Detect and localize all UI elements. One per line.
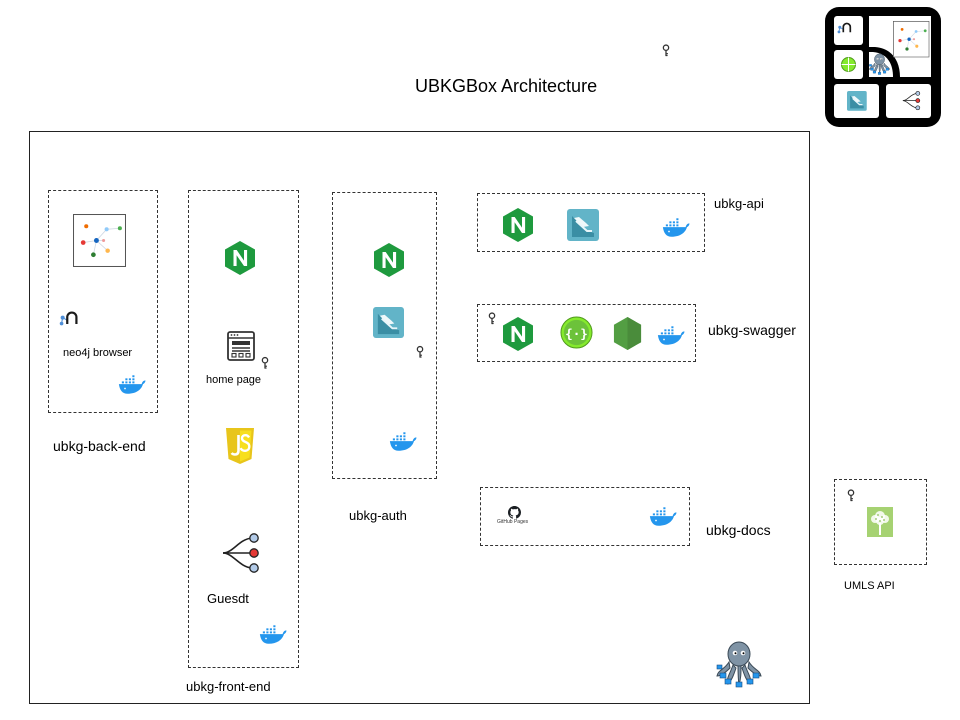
- neo4j-browser-label: neo4j browser: [63, 347, 133, 359]
- docker-icon: [662, 218, 690, 238]
- home-page-label: home page: [206, 374, 262, 386]
- github-icon: [508, 506, 521, 519]
- neo4j-graph-icon: [73, 214, 126, 267]
- back-end-label: ubkg-back-end: [53, 438, 146, 454]
- docker-icon: [389, 432, 417, 452]
- key-icon: [261, 356, 269, 370]
- github-pages-text: GitHub Pages: [497, 519, 529, 525]
- swagger-container: [477, 304, 696, 362]
- guesdt-label: Guesdt: [207, 591, 249, 606]
- docker-icon: [259, 625, 287, 645]
- key-icon: [662, 43, 670, 58]
- diagram-title: UBKGBox Architecture: [415, 76, 598, 96]
- ubkgbox-logo-icon: [823, 5, 943, 129]
- webpage-icon: [227, 331, 255, 361]
- main-frame: [29, 131, 810, 704]
- key-icon: [488, 311, 496, 326]
- umls-tree-icon: [867, 507, 893, 537]
- docker-icon: [649, 507, 677, 527]
- swagger-label: ubkg-swagger: [708, 322, 796, 338]
- neo4j-logo-icon: [59, 309, 81, 328]
- javascript-icon: [224, 428, 256, 464]
- key-icon: [847, 488, 855, 503]
- nginx-icon: [500, 207, 536, 243]
- flask-icon: [567, 209, 599, 241]
- nginx-icon: [500, 316, 536, 352]
- docker-compose-octopus-icon: [714, 638, 764, 688]
- umls-label: UMLS API: [844, 580, 895, 592]
- guesdt-tree-icon: [219, 533, 263, 573]
- nginx-icon: [222, 240, 258, 276]
- docker-icon: [657, 326, 685, 346]
- docker-icon: [118, 375, 146, 395]
- auth-container: [332, 192, 437, 479]
- front-end-container: [188, 190, 299, 668]
- docs-label: ubkg-docs: [706, 522, 771, 538]
- swagger-icon: [560, 316, 593, 349]
- flask-icon: [373, 307, 404, 338]
- umls-container: [834, 479, 927, 565]
- api-container: [477, 193, 705, 252]
- nginx-icon: [371, 242, 407, 278]
- api-label: ubkg-api: [714, 196, 764, 211]
- auth-label: ubkg-auth: [349, 508, 407, 523]
- docs-container: [480, 487, 690, 546]
- nodejs-icon: [612, 316, 643, 351]
- front-end-label: ubkg-front-end: [186, 679, 271, 694]
- back-end-container: [48, 190, 158, 413]
- key-icon: [416, 345, 424, 359]
